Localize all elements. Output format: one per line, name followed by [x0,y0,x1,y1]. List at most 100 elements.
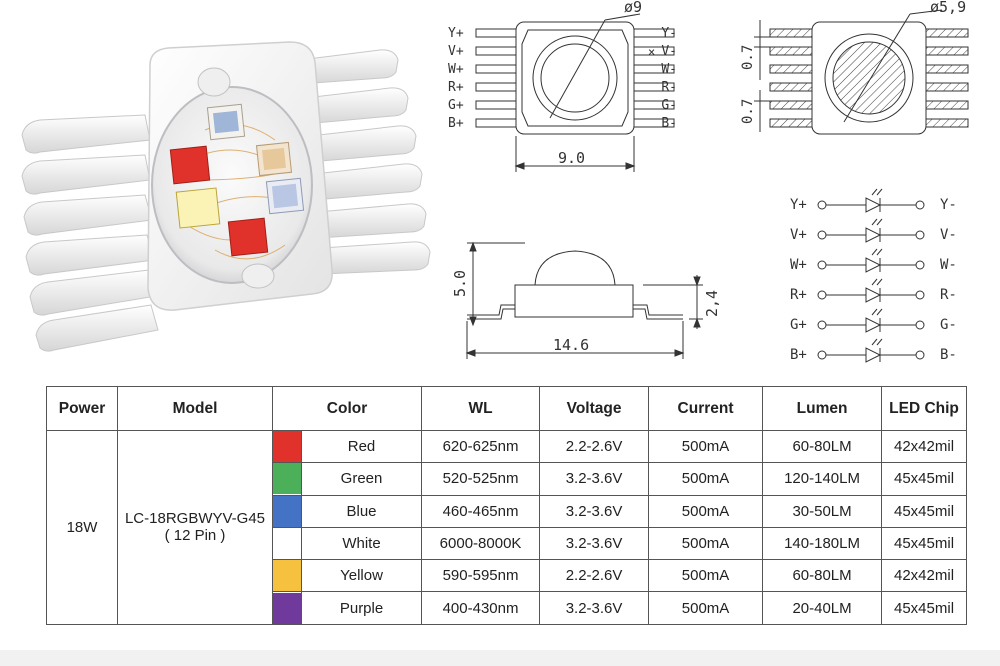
color-swatch-white [272,526,302,561]
color-name: Yellow [300,559,423,593]
color-swatch-green [272,462,302,496]
voltage-cell: 3.2-3.6V [539,591,650,625]
circuit-minus-b: B- [940,347,957,363]
color-name: Green [300,462,423,496]
top-pin-right-2: V- [661,44,677,59]
lens-pin-width-label: 0.7 [740,45,756,70]
header-power: Power [46,386,118,431]
led-chip-red-bottom [227,217,269,257]
diode-icon [865,347,882,363]
table-header-row: Power Model Color WL Voltage Current Lum… [46,386,967,431]
top-view-nc-marker: × [648,45,655,59]
led-left-pins [21,114,159,352]
top-pin-right-6: B- [661,116,677,131]
led-chip-amber-right [255,141,293,177]
side-height-label: 5.0 [451,270,469,297]
circuit-plus-w: W+ [790,257,807,273]
table-row: Yellow 590-595nm 2.2-2.6V 500mA 60-80LM … [47,559,967,593]
circuit-minus-r: R- [940,287,957,303]
circuit-terminal-plus [817,320,827,330]
circuit-terminal-minus [915,260,925,270]
circuit-plus-v: V+ [790,227,807,243]
header-led-chip: LED Chip [881,386,967,431]
color-name: White [300,526,423,561]
chip-cell: 45x45mil [881,462,967,496]
top-pin-left-2: V+ [448,44,464,59]
header-model: Model [117,386,273,431]
circuit-minus-w: W- [940,257,957,273]
wl-cell: 460-465nm [421,494,541,528]
current-cell: 500mA [648,462,764,496]
color-swatch-blue [272,494,302,528]
diode-icon [865,257,882,273]
header-color: Color [271,386,423,431]
current-cell: 500mA [648,526,764,561]
circuit-plus-r: R+ [790,287,807,303]
wl-cell: 590-595nm [421,559,541,593]
header-lumen: Lumen [762,386,883,431]
led-product-image [21,41,431,352]
circuit-terminal-plus [817,230,827,240]
top-view-diameter-label: ø9 [624,0,642,16]
circuit-minus-y: Y- [940,197,957,213]
circuit-terminal-minus [915,230,925,240]
emission-arrows-icon [871,338,883,346]
led-chip-blue-right [265,177,305,215]
side-length-label: 14.6 [553,336,589,354]
table-row: White 6000-8000K 3.2-3.6V 500mA 140-180L… [47,526,967,561]
circuit-plus-g: G+ [790,317,807,333]
model-pins: ( 12 Pin ) [164,527,226,545]
top-pin-right-5: G- [661,98,677,113]
current-cell: 500mA [648,494,764,528]
bottom-strip [0,650,1000,666]
circuit-terminal-plus [817,290,827,300]
wl-cell: 400-430nm [421,591,541,625]
color-swatch-red [272,429,302,464]
lumen-cell: 30-50LM [762,494,883,528]
emission-arrows-icon [871,308,883,316]
top-pin-right-1: Y- [661,26,677,41]
chip-cell: 45x45mil [881,494,967,528]
top-pin-right-3: W- [661,62,677,77]
table-row: Green 520-525nm 3.2-3.6V 500mA 120-140LM… [47,462,967,496]
top-pin-left-4: R+ [448,80,464,95]
circuit-terminal-minus [915,290,925,300]
wl-cell: 6000-8000K [421,526,541,561]
lumen-cell: 120-140LM [762,462,883,496]
color-swatch-yellow [272,559,302,593]
model-name: LC-18RGBWYV-G45 [124,510,266,528]
current-cell: 500mA [648,559,764,593]
led-chip-white-top [206,103,246,141]
diode-icon [865,317,882,333]
power-cell: 18W [46,430,118,625]
color-name: Purple [300,591,423,625]
spec-table: Power Model Color WL Voltage Current Lum… [46,386,967,625]
side-view-drawing: 5.0 2,4 14.6 [451,241,721,359]
circuit-plus-y: Y+ [790,197,807,213]
top-pin-left-1: Y+ [448,26,464,41]
lumen-cell: 140-180LM [762,526,883,561]
chip-cell: 42x42mil [881,559,967,593]
circuit-terminal-minus [915,350,925,360]
emission-arrows-icon [871,188,883,196]
voltage-cell: 2.2-2.6V [539,429,650,464]
color-name: Blue [300,494,423,528]
led-chip-yellow-white [175,187,221,229]
chip-cell: 45x45mil [881,591,967,625]
table-row: Blue 460-465nm 3.2-3.6V 500mA 30-50LM 45… [47,494,967,528]
current-cell: 500mA [648,429,764,464]
header-current: Current [648,386,764,431]
lumen-cell: 20-40LM [762,591,883,625]
top-pin-right-4: R- [661,80,677,95]
led-right-pins [299,49,431,275]
emission-arrows-icon [871,218,883,226]
diode-icon [865,287,882,303]
table-row: 18W LC-18RGBWYV-G45 ( 12 Pin ) Red 620-6… [46,429,967,625]
color-name: Red [300,429,423,464]
header-wl: WL [421,386,541,431]
led-dome [151,86,313,284]
top-pin-left-5: G+ [448,98,464,113]
lumen-cell: 60-80LM [762,429,883,464]
voltage-cell: 2.2-2.6V [539,559,650,593]
top-pin-left-3: W+ [448,62,464,77]
